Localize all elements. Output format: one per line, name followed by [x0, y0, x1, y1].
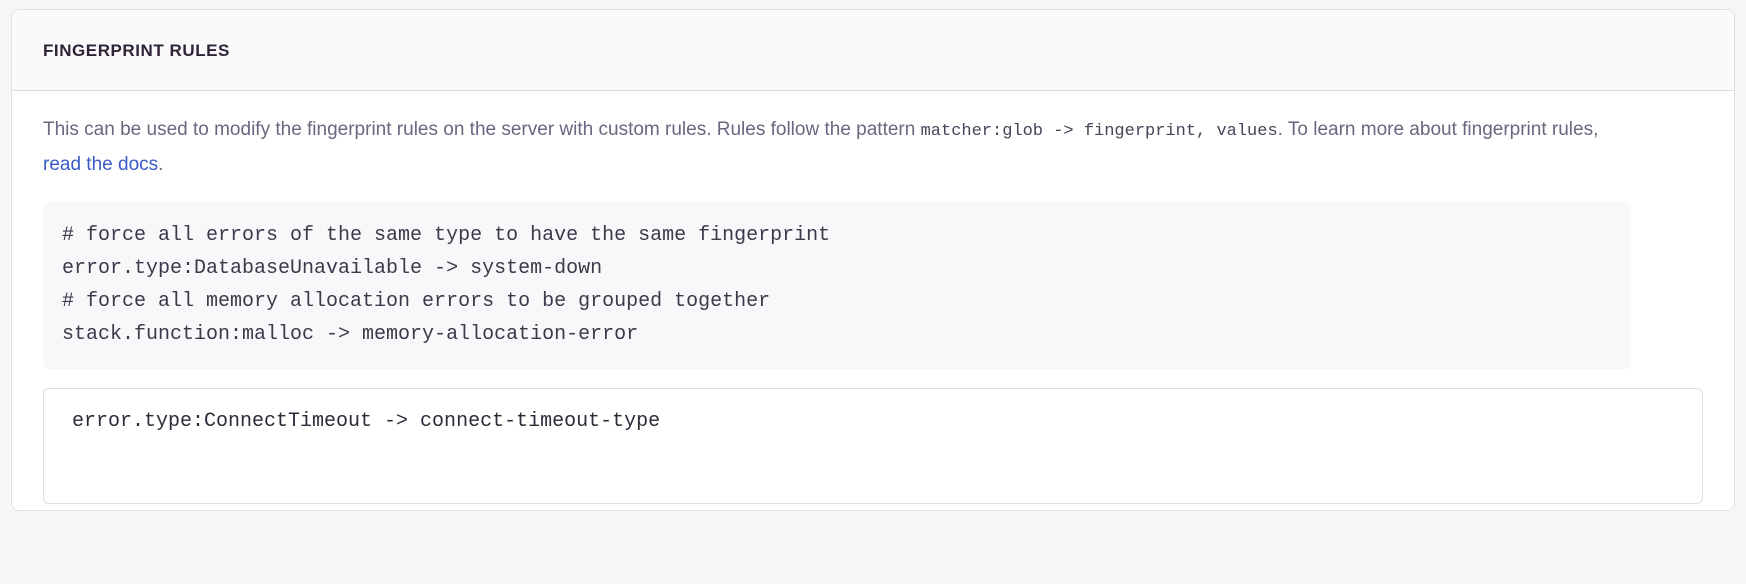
panel-header: FINGERPRINT RULES	[12, 10, 1734, 91]
fingerprint-rules-input[interactable]	[43, 388, 1703, 504]
panel-title: FINGERPRINT RULES	[43, 40, 230, 60]
pattern-inline-code: matcher:glob -> fingerprint, values	[920, 122, 1278, 141]
description-middle-text: . To learn more about fingerprint rules,	[1277, 119, 1599, 140]
panel-description: This can be used to modify the fingerpri…	[43, 113, 1603, 181]
fingerprint-rules-panel: FINGERPRINT RULES This can be used to mo…	[11, 9, 1735, 511]
description-lead-text: This can be used to modify the fingerpri…	[43, 119, 921, 140]
read-the-docs-link[interactable]: read the docs	[43, 154, 159, 175]
description-trailing-text: .	[158, 154, 164, 175]
panel-body: This can be used to modify the fingerpri…	[12, 91, 1734, 504]
example-rules-code-block: # force all errors of the same type to h…	[43, 202, 1631, 369]
